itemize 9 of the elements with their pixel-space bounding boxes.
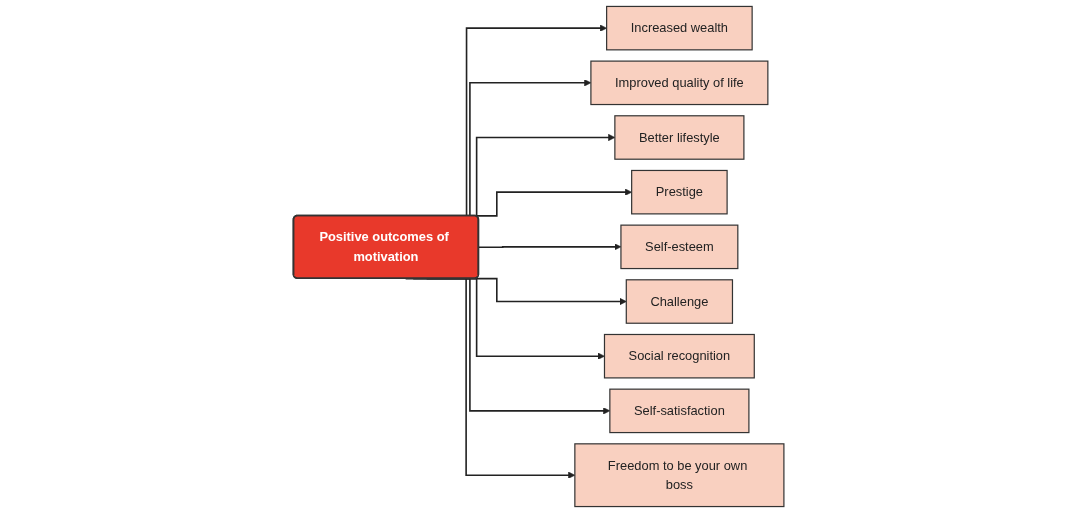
node-box: Challenge xyxy=(625,279,733,324)
node-box: Self-esteem xyxy=(620,224,739,270)
node-box: Freedom to be your own boss xyxy=(574,443,785,508)
node-box: Social recognition xyxy=(603,333,755,379)
node-box: Self-satisfaction xyxy=(609,388,750,434)
node-box: Improved quality of life xyxy=(590,60,769,106)
node-box: Increased wealth xyxy=(605,5,753,51)
node-box: Prestige xyxy=(630,169,728,215)
node-box: Better lifestyle xyxy=(614,115,745,160)
